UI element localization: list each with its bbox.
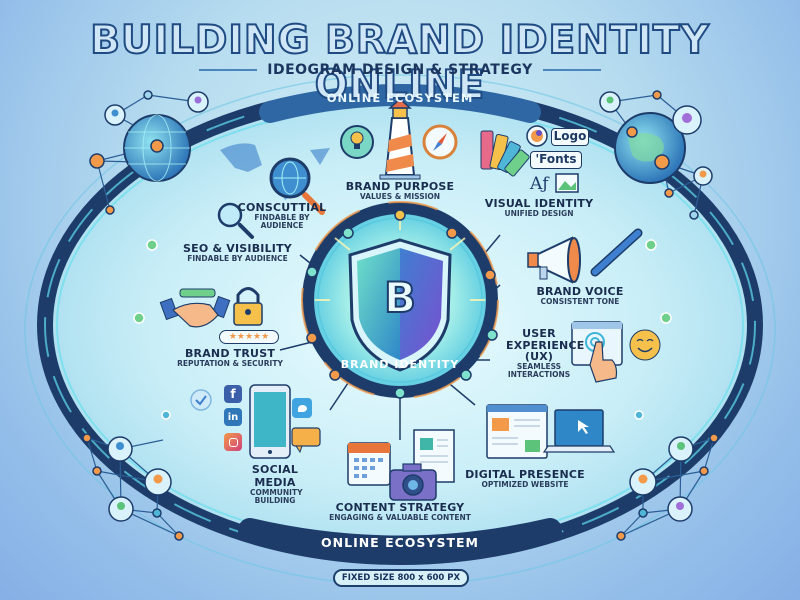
node-title: SOCIAL MEDIA <box>251 463 299 489</box>
node-consultial: CONSCUTTIAL FINDABLE BY AUDIENCE <box>222 201 342 231</box>
checkmark-badge-icon <box>190 389 212 411</box>
node-subtitle: OPTIMIZED WEBSITE <box>481 480 569 489</box>
node-content-strategy: CONTENT STRATEGY ENGAGING & VALUABLE CON… <box>325 501 475 522</box>
node-visual-identity: VISUAL IDENTITY UNIFIED DESIGN <box>474 197 604 218</box>
node-subtitle: FINDABLE BY AUDIENCE <box>187 254 288 263</box>
typography-icon: Aƒ <box>530 174 549 194</box>
node-brand-voice: BRAND VOICE CONSISTENT TONE <box>525 285 635 306</box>
twitter-icon <box>292 398 312 418</box>
logo-chip: Logo <box>551 128 589 146</box>
size-note-pill: FIXED SIZE 800 x 600 PX <box>333 569 469 587</box>
fonts-chip: 'Fonts <box>530 151 582 169</box>
subtitle-row: IDEOGRAM DESIGN & STRATEGY <box>0 62 800 78</box>
node-digital-presence: DIGITAL PRESENCE OPTIMIZED WEBSITE <box>460 468 590 489</box>
node-subtitle: SEAMLESS INTERACTIONS <box>507 361 571 379</box>
color-swatch-icon <box>480 130 530 177</box>
node-title: BRAND TRUST <box>184 347 276 360</box>
node-subtitle: ENGAGING & VALUABLE CONTENT <box>329 513 471 522</box>
page-subtitle: IDEOGRAM DESIGN & STRATEGY <box>267 62 533 78</box>
ring-label-bottom: ONLINE ECOSYSTEM <box>321 535 479 550</box>
node-brand-trust: BRAND TRUST REPUTATION & SECURITY <box>170 347 290 368</box>
brand-letter-logo: B <box>383 272 417 323</box>
calendar-icon <box>347 442 391 486</box>
webpage-icon <box>486 404 548 459</box>
image-icon <box>555 173 579 193</box>
subtitle-divider-right <box>542 69 601 71</box>
node-subtitle: UNIFIED DESIGN <box>504 209 574 218</box>
padlock-icon <box>233 287 263 326</box>
smartphone-icon <box>249 384 291 459</box>
ring-label-top: ONLINE ECOSYSTEM <box>326 91 474 105</box>
handshake-icon <box>159 288 231 328</box>
logo-icon-glyph <box>526 125 548 147</box>
node-brand-purpose: BRAND PURPOSE VALUES & MISSION <box>340 180 460 201</box>
globe-search-icon <box>269 157 325 215</box>
chat-bubble-icon <box>291 427 321 454</box>
node-title: BRAND VOICE <box>536 285 624 298</box>
node-seo-visibility: SEO & VISIBILITY FINDABLE BY AUDIENCE <box>180 242 295 263</box>
node-title: BRAND PURPOSE <box>345 180 455 193</box>
node-title: VISUAL IDENTITY <box>484 197 594 210</box>
node-title: USER EXPERIENCE (UX) <box>506 327 585 364</box>
pen-icon <box>590 228 643 277</box>
node-subtitle: VALUES & MISSION <box>359 192 441 201</box>
laptop-icon <box>542 409 616 453</box>
center-label-brand-identity: BRAND IDENTITY <box>340 358 460 371</box>
camera-icon <box>389 463 437 501</box>
lightbulb-icon <box>340 125 374 159</box>
node-title: CONSCUTTIAL <box>237 201 327 214</box>
smiley-icon <box>629 329 661 361</box>
facebook-icon: f <box>224 385 242 403</box>
pointer-hand-icon <box>589 341 618 383</box>
subtitle-divider-left <box>199 69 258 71</box>
megaphone-icon <box>527 236 581 284</box>
node-social-media: SOCIAL MEDIA COMMUNITY BUILDING <box>230 463 320 506</box>
node-title: CONTENT STRATEGY <box>335 501 465 514</box>
node-subtitle: COMMUNITY BUILDING <box>250 488 303 506</box>
node-subtitle: FINDABLE BY AUDIENCE <box>254 213 310 231</box>
node-subtitle: REPUTATION & SECURITY <box>177 359 283 368</box>
page-title: BUILDING BRAND IDENTITY ONLINE <box>89 17 710 109</box>
node-user-experience: USER EXPERIENCE (UX) SEAMLESS INTERACTIO… <box>506 327 585 379</box>
node-title: DIGITAL PRESENCE <box>465 468 585 481</box>
instagram-icon <box>224 433 242 451</box>
five-star-rating-icon: ★★★★★ <box>219 330 279 344</box>
magnifier-icon <box>217 202 254 239</box>
node-title: SEO & VISIBILITY <box>183 242 292 255</box>
lighthouse-icon <box>379 97 421 180</box>
linkedin-icon: in <box>224 408 242 426</box>
compass-icon <box>422 124 458 160</box>
node-subtitle: CONSISTENT TONE <box>540 297 620 306</box>
